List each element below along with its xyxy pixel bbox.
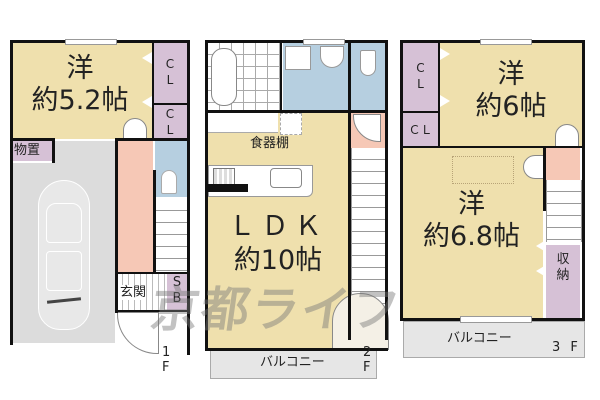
room-2f-ldk-type: ＬＤＫ xyxy=(228,211,328,242)
room-1f-closet-1 xyxy=(153,43,187,103)
floor-2f: 食器棚 ＬＤＫ 約10帖 バルコニー 2 F xyxy=(205,39,390,379)
garage-upper xyxy=(53,141,115,163)
watermark-logo: 京都ライフ xyxy=(147,282,406,338)
room-3f-closet-2-label: ＣＬ xyxy=(408,123,433,137)
room-2f-balcony xyxy=(210,350,377,379)
floor-1f: 洋 約5.2帖 C L C L 物置 玄関 S B 1 F xyxy=(10,39,190,375)
room-3f-western-b-type: 洋 xyxy=(458,189,485,220)
room-2f-cupboard-label: 食器棚 xyxy=(250,136,290,151)
kitchen-sink-icon xyxy=(270,168,302,188)
stairs-1f xyxy=(155,199,189,274)
room-1f-storage-label: 物置 xyxy=(14,143,41,158)
room-3f-closet-2 xyxy=(403,113,438,146)
storage-door-marker xyxy=(536,240,546,252)
room-1f-western-type: 洋 xyxy=(66,53,94,84)
closet-door-marker xyxy=(440,95,450,107)
room-3f-storage-label: 収 納 xyxy=(556,252,570,283)
room-3f-balcony xyxy=(403,321,585,358)
toilet-icon xyxy=(360,50,376,76)
room-1f-closet-2 xyxy=(153,105,187,138)
room-2f-ldk-size: 約10帖 xyxy=(233,245,323,276)
floor-label-2f: 2 F xyxy=(363,345,375,375)
closet-door-marker xyxy=(440,48,450,60)
floor-3f: C L ＣＬ 洋 約6帖 洋 約6.8帖 収 納 バルコニー 3 F xyxy=(400,39,585,358)
fridge-space xyxy=(280,113,302,135)
room-2f-balcony-label: バルコニー xyxy=(260,355,325,370)
room-3f-hallway xyxy=(546,148,580,180)
door-swing xyxy=(555,124,579,148)
washing-machine-icon xyxy=(285,46,311,70)
room-1f-closet-2-label: C L xyxy=(165,107,175,137)
toilet-icon xyxy=(161,170,177,194)
room-1f-shoe-box xyxy=(167,274,187,310)
room-1f-storage xyxy=(12,141,52,161)
stairs-3f xyxy=(546,180,582,242)
room-3f-western-a-size: 約6帖 xyxy=(475,91,547,122)
car-icon xyxy=(38,180,90,330)
room-1f-hallway xyxy=(117,141,153,274)
room-2f-ldk xyxy=(208,113,348,348)
room-1f-closet-1-label: C L xyxy=(165,57,175,87)
floor-label-1f: 1 F xyxy=(162,345,174,375)
room-3f-closet-1-label: C L xyxy=(416,61,425,91)
room-3f-western-a-type: 洋 xyxy=(497,59,525,90)
cupboard xyxy=(208,113,278,133)
room-3f-storage xyxy=(546,245,580,318)
room-1f-entrance-label: 玄関 xyxy=(120,285,147,300)
room-1f-shoe-box-label: S B xyxy=(172,275,182,306)
room-3f-western-b xyxy=(403,148,543,318)
room-3f-closet-1 xyxy=(403,43,438,111)
attic-hatch xyxy=(452,156,514,184)
room-3f-western-b-size: 約6.8帖 xyxy=(423,221,520,252)
room-1f-western-size: 約5.2帖 xyxy=(31,85,129,116)
closet-door-marker xyxy=(142,96,152,108)
floor-label-3f: 3 F xyxy=(552,340,581,355)
door-swing xyxy=(332,293,389,350)
closet-door-marker xyxy=(142,52,152,64)
bathtub-icon xyxy=(211,48,237,106)
sink-icon xyxy=(320,46,344,68)
storage-door-marker xyxy=(536,265,546,277)
room-3f-balcony-label: バルコニー xyxy=(447,331,512,346)
